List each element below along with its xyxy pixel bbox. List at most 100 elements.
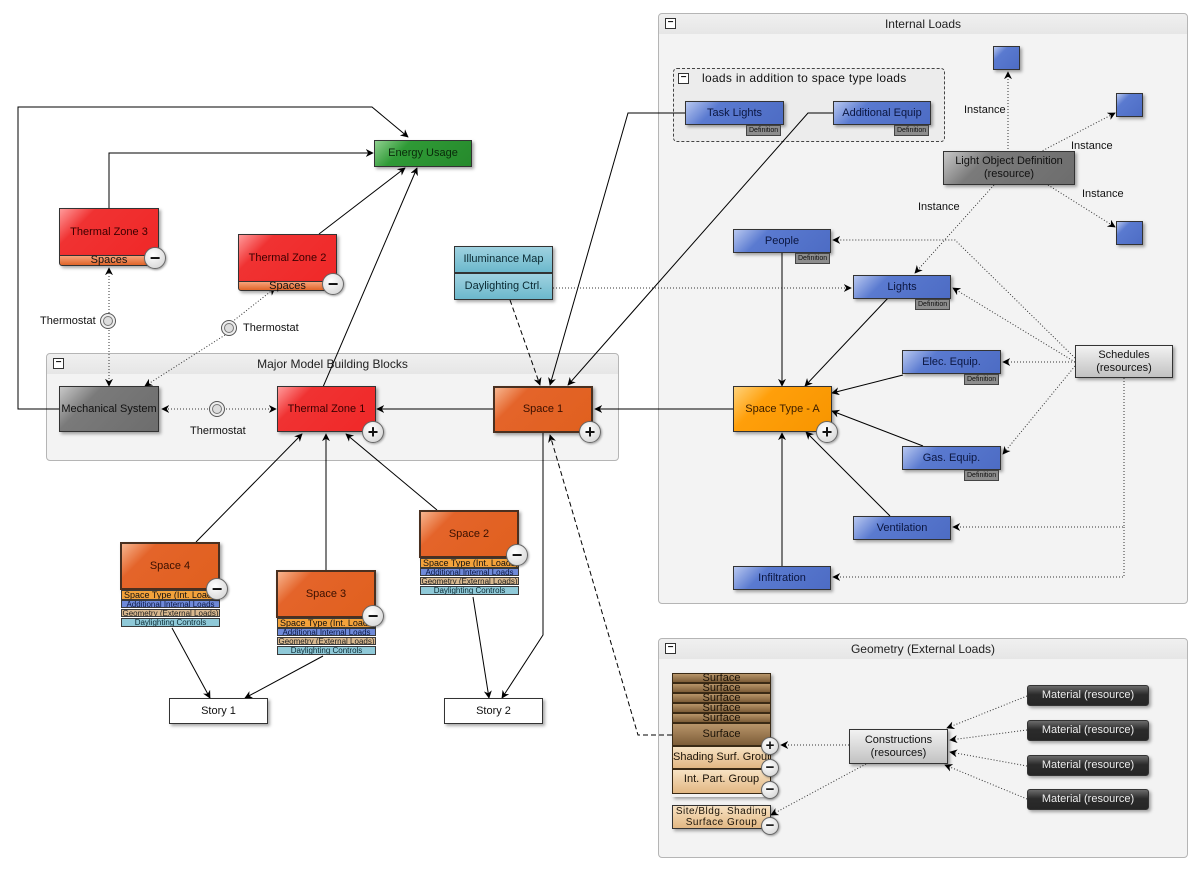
node-space-1[interactable]: Space 1 <box>493 386 593 433</box>
edge-lights-to-spacetype <box>804 296 890 387</box>
sub-bar-daylighting[interactable]: Daylighting Controls <box>277 646 376 655</box>
node-label: Thermal Zone 2 <box>248 251 327 264</box>
node-gas-equip[interactable]: Gas. Equip. <box>902 446 1001 470</box>
node-thermal-zone-3[interactable]: Thermal Zone 3 <box>59 208 159 256</box>
node-mechanical-system[interactable]: Mechanical System <box>59 386 159 432</box>
node-material[interactable]: Material (resource) <box>1027 755 1149 776</box>
collapse-toggle-space3[interactable]: − <box>362 605 384 627</box>
edge-elecequip-to-spacetype <box>831 374 904 396</box>
edge-space2-to-tz1 <box>345 433 438 511</box>
surface-row[interactable]: Surface <box>672 703 771 714</box>
instance-square[interactable] <box>1116 221 1143 245</box>
sub-bar-daylighting[interactable]: Daylighting Controls <box>420 586 519 595</box>
instance-label: Instance <box>1071 140 1113 152</box>
thermostat-icon[interactable] <box>100 313 116 329</box>
instance-label: Instance <box>964 104 1006 116</box>
collapse-toggle-space4[interactable]: − <box>206 578 228 600</box>
surface-row[interactable]: Surface <box>672 683 771 694</box>
surface-row[interactable]: Surface <box>672 673 771 684</box>
definition-tag: Definition <box>746 125 782 136</box>
edge-schedules-to-infiltration <box>832 527 1125 581</box>
edge-material1-to-constructions <box>946 695 1028 730</box>
thermostat-icon[interactable] <box>221 320 237 336</box>
edge-space2-to-story2 <box>472 596 492 699</box>
sub-bar-geometry[interactable]: Geometry (External Loads) <box>277 637 376 645</box>
sub-bar-additional-loads[interactable]: Additional Internal Loads <box>121 600 220 608</box>
node-space-3[interactable]: Space 3 <box>276 570 376 618</box>
instance-square[interactable] <box>993 46 1020 70</box>
sub-bar-space-type[interactable]: Space Type (Int. Loads) <box>420 558 519 568</box>
node-lights[interactable]: Lights <box>853 275 951 299</box>
node-story-1[interactable]: Story 1 <box>169 698 268 724</box>
edge-thermostat-tz2-mech <box>144 334 226 387</box>
edge-tz1-to-energy <box>322 167 418 388</box>
node-ventilation[interactable]: Ventilation <box>853 516 951 540</box>
expand-toggle-space1[interactable]: + <box>579 421 601 443</box>
shading-surf-group[interactable]: Shading Surf. Group <box>672 746 771 769</box>
edge-space1-to-story2 <box>501 432 544 699</box>
edge-space4-to-tz1 <box>195 433 303 543</box>
edge-material2-to-constructions <box>949 729 1028 744</box>
node-people[interactable]: People <box>733 229 831 253</box>
definition-tag: Definition <box>795 253 831 264</box>
collapse-toggle-shading[interactable]: − <box>761 759 779 777</box>
node-story-2[interactable]: Story 2 <box>444 698 543 724</box>
collapse-toggle-site-shading[interactable]: − <box>761 817 779 835</box>
expand-toggle-surface[interactable]: + <box>761 737 779 755</box>
node-thermal-zone-2[interactable]: Thermal Zone 2 <box>238 234 337 282</box>
node-material[interactable]: Material (resource) <box>1027 720 1149 741</box>
expand-toggle-tz1[interactable]: + <box>362 421 384 443</box>
node-energy-usage[interactable]: Energy Usage <box>374 140 472 167</box>
thermostat-label: Thermostat <box>243 322 299 334</box>
edge-addequip-to-space1 <box>567 112 833 386</box>
edge-material3-to-constructions <box>949 749 1028 767</box>
int-part-group[interactable]: Int. Part. Group <box>672 769 771 794</box>
node-infiltration[interactable]: Infiltration <box>733 566 831 590</box>
node-site-bldg-shading[interactable]: Site/Bldg. Shading Surface Group <box>672 805 771 829</box>
surface-row-main[interactable]: Surface <box>672 723 771 746</box>
sub-bar-daylighting[interactable]: Daylighting Controls <box>121 618 220 627</box>
sub-bar-geometry[interactable]: Geometry (External Loads) <box>420 577 519 585</box>
collapse-toggle-tz3[interactable]: − <box>144 247 166 269</box>
node-space-2[interactable]: Space 2 <box>419 510 519 558</box>
edge-tz3-to-energy <box>108 149 374 209</box>
surface-row[interactable]: Surface <box>672 713 771 724</box>
node-elec-equip[interactable]: Elec. Equip. <box>902 350 1001 374</box>
thermostat-icon[interactable] <box>209 401 225 417</box>
sub-bar-space-type[interactable]: Space Type (Int. Loads) <box>121 590 220 600</box>
node-daylighting-ctrl[interactable]: Daylighting Ctrl. <box>454 273 553 300</box>
collapse-icon[interactable]: − <box>678 73 689 84</box>
collapse-toggle-tz2[interactable]: − <box>322 273 344 295</box>
sub-bar-geometry[interactable]: Geometry (External Loads) <box>121 609 220 617</box>
collapse-icon[interactable]: − <box>665 18 676 29</box>
node-space-4[interactable]: Space 4 <box>120 542 220 590</box>
instance-square[interactable] <box>1116 93 1143 117</box>
edge-material4-to-constructions <box>944 764 1028 800</box>
collapse-icon[interactable]: − <box>53 358 64 369</box>
edge-instance-lights <box>914 184 995 274</box>
definition-tag: Definition <box>964 374 1000 385</box>
expand-toggle-space-type[interactable]: + <box>816 421 838 443</box>
definition-tag: Definition <box>894 125 930 136</box>
collapse-icon[interactable]: − <box>665 643 676 654</box>
collapse-toggle-int-part[interactable]: − <box>761 781 779 799</box>
sub-bar-additional-loads[interactable]: Additional Internal Loads <box>277 628 376 636</box>
node-material[interactable]: Material (resource) <box>1027 685 1149 706</box>
sub-bar-space-type[interactable]: Space Type (Int. Loads) <box>277 618 376 628</box>
collapse-toggle-space2[interactable]: − <box>506 544 528 566</box>
spaces-bar-tz2[interactable]: Spaces <box>238 280 337 292</box>
node-schedules[interactable]: Schedules (resources) <box>1075 345 1173 378</box>
surface-row[interactable]: Surface <box>672 693 771 704</box>
node-additional-equip[interactable]: Additional Equip <box>833 101 931 125</box>
sub-bar-additional-loads[interactable]: Additional Internal Loads <box>420 568 519 576</box>
node-constructions[interactable]: Constructions (resources) <box>849 729 948 764</box>
edge-schedules-to-people <box>832 236 1076 359</box>
node-material[interactable]: Material (resource) <box>1027 789 1149 810</box>
node-label: Thermal Zone 3 <box>70 225 148 238</box>
node-illuminance-map[interactable]: Illuminance Map <box>454 246 553 273</box>
node-light-object-definition[interactable]: Light Object Definition (resource) <box>943 151 1075 185</box>
node-task-lights[interactable]: Task Lights <box>685 101 784 125</box>
edge-space4-to-story1 <box>171 627 211 699</box>
node-thermal-zone-1[interactable]: Thermal Zone 1 <box>277 386 376 432</box>
node-space-type-a[interactable]: Space Type - A <box>733 386 832 432</box>
